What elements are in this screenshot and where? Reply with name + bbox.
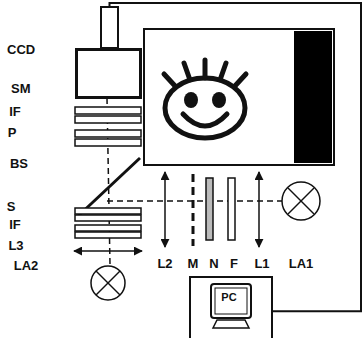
part-label: L3 (8, 238, 23, 253)
beam-splitter (76, 158, 140, 218)
lens (164, 172, 166, 247)
part-label: IF (9, 217, 21, 232)
part-label: F (230, 256, 238, 271)
screen (144, 29, 334, 165)
part-label: SM (11, 81, 31, 96)
lamp (91, 266, 125, 300)
part-label: P (8, 125, 17, 140)
filter (206, 178, 213, 240)
part-label: M (188, 256, 199, 271)
part-label: LA2 (14, 258, 39, 273)
part-label: BS (10, 156, 28, 171)
mask (192, 174, 195, 246)
part-label: IF (9, 104, 21, 119)
lens (74, 250, 142, 252)
part-label: PC (221, 290, 236, 305)
lens (258, 172, 260, 247)
filter-stack (75, 208, 141, 238)
ccd-camera: CCD (100, 6, 119, 49)
part-label: S (7, 199, 16, 214)
filter (228, 178, 235, 240)
cable (110, 3, 362, 311)
monitor-icon (191, 278, 271, 338)
part-label: N (209, 256, 218, 271)
pc-box: PC (189, 276, 273, 338)
part-label: CCD (7, 42, 35, 57)
lamp (282, 182, 320, 220)
part-label: L2 (157, 256, 172, 271)
part-label: L1 (254, 256, 269, 271)
spectrometer-box: SM (75, 48, 142, 99)
filter-stack (75, 107, 141, 146)
part-label: LA1 (289, 256, 314, 271)
